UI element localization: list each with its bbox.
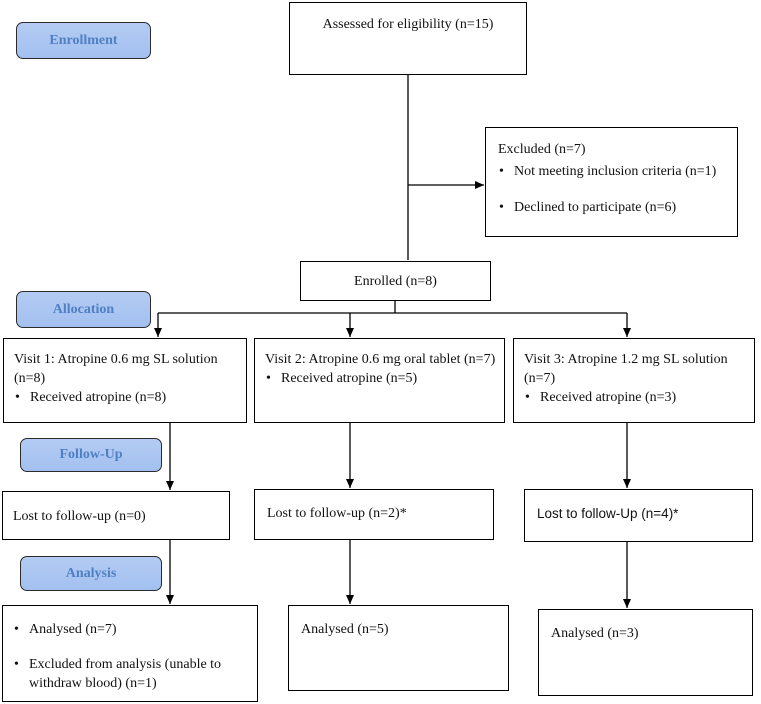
visit1-analysed-box: Analysed (n=7) Excluded from analysis (u… — [2, 605, 258, 702]
stage-enrollment: Enrollment — [16, 22, 151, 59]
visit1-box: Visit 1: Atropine 0.6 mg SL solution (n=… — [3, 338, 247, 423]
stage-allocation-label: Allocation — [52, 301, 115, 317]
stage-followup: Follow-Up — [20, 438, 162, 472]
visit1-received: Received atropine (n=8) — [14, 388, 238, 407]
visit1-list: Received atropine (n=8) — [14, 388, 238, 407]
excluded-item: Not meeting inclusion criteria (n=1) — [498, 162, 727, 181]
visit1-analysed: Analysed (n=7) — [13, 620, 249, 639]
visit1-title: Visit 1: Atropine 0.6 mg SL solution (n=… — [14, 352, 218, 386]
excluded-item: Declined to participate (n=6) — [498, 198, 727, 217]
stage-analysis-label: Analysis — [65, 565, 117, 581]
assessed-box: Assessed for eligibility (n=15) — [289, 2, 527, 75]
visit1-analysed-list: Analysed (n=7) Excluded from analysis (u… — [13, 620, 249, 693]
visit3-analysed-text: Analysed (n=3) — [551, 626, 639, 641]
visit1-lost-box: Lost to follow-up (n=0) — [2, 491, 230, 540]
assessed-text: Assessed for eligibility (n=15) — [322, 17, 494, 32]
visit3-list: Received atropine (n=3) — [524, 388, 746, 407]
visit3-lost-text: Lost to follow-Up (n=4)* — [537, 506, 679, 521]
visit2-box: Visit 2: Atropine 0.6 mg oral tablet (n=… — [254, 338, 505, 423]
visit2-analysed-text: Analysed (n=5) — [301, 622, 389, 637]
visit1-lost-text: Lost to follow-up (n=0) — [13, 509, 146, 524]
visit2-lost-box: Lost to follow-up (n=2)* — [254, 489, 494, 540]
visit3-lost-box: Lost to follow-Up (n=4)* — [524, 489, 753, 542]
enrolled-text: Enrolled (n=8) — [354, 274, 437, 289]
stage-allocation: Allocation — [16, 291, 151, 328]
visit3-box: Visit 3: Atropine 1.2 mg SL solution (n=… — [513, 338, 755, 423]
visit2-lost-text: Lost to follow-up (n=2)* — [267, 506, 407, 521]
stage-followup-label: Follow-Up — [59, 447, 123, 462]
visit2-title: Visit 2: Atropine 0.6 mg oral tablet (n=… — [265, 352, 496, 367]
visit3-title: Visit 3: Atropine 1.2 mg SL solution (n=… — [524, 352, 728, 386]
visit3-received: Received atropine (n=3) — [524, 388, 746, 407]
stage-analysis: Analysis — [20, 556, 162, 591]
stage-enrollment-label: Enrollment — [49, 32, 118, 48]
excluded-title: Excluded (n=7) — [498, 142, 586, 157]
visit2-list: Received atropine (n=5) — [265, 369, 496, 388]
excluded-list: Not meeting inclusion criteria (n=1) Dec… — [498, 162, 727, 217]
visit3-analysed-box: Analysed (n=3) — [538, 609, 753, 696]
visit1-excluded-analysis: Excluded from analysis (unable to withdr… — [13, 655, 249, 693]
enrolled-box: Enrolled (n=8) — [300, 261, 491, 301]
excluded-box: Excluded (n=7) Not meeting inclusion cri… — [485, 127, 738, 237]
visit2-analysed-box: Analysed (n=5) — [288, 605, 509, 691]
visit2-received: Received atropine (n=5) — [265, 369, 496, 388]
